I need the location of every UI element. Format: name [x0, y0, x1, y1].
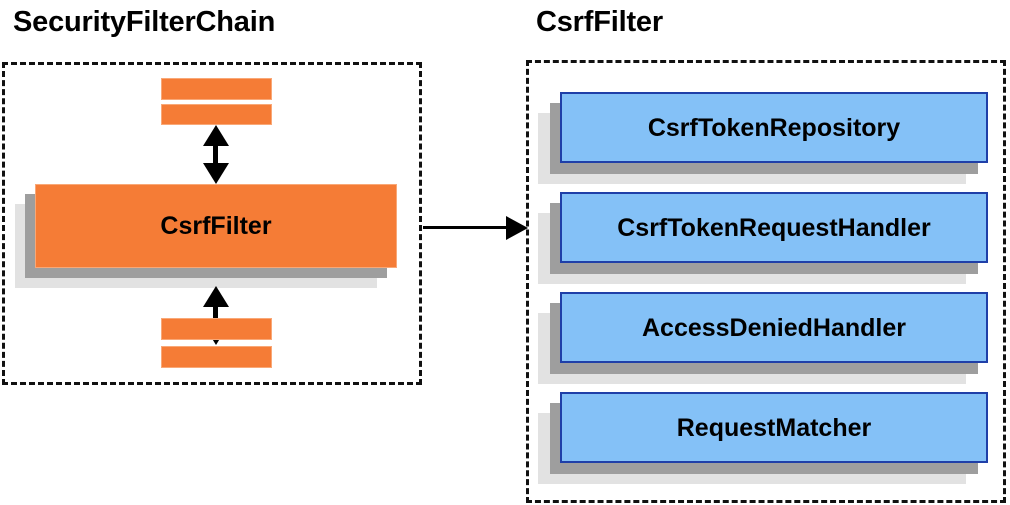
- bottom-arrow-shaft: [213, 301, 218, 333]
- csrf-filter-panel: [526, 60, 1006, 503]
- collaborator-csrf-token-request-handler[interactable]: CsrfTokenRequestHandler: [538, 192, 988, 284]
- collaborator-label: CsrfTokenRepository: [647, 113, 901, 142]
- collaborator-face[interactable]: CsrfTokenRepository: [560, 92, 988, 163]
- expand-arrow-head: [506, 216, 528, 240]
- top-arrow-shaft: [213, 140, 218, 172]
- filter-bar-bottom-2: [161, 346, 272, 368]
- collaborator-csrf-token-repository[interactable]: CsrfTokenRepository: [538, 92, 988, 184]
- security-filter-chain-title: SecurityFilterChain: [13, 6, 276, 38]
- collaborator-request-matcher[interactable]: RequestMatcher: [538, 392, 988, 484]
- collaborator-label: CsrfTokenRequestHandler: [617, 213, 931, 242]
- bottom-arrow-head-up: [203, 286, 229, 307]
- collaborator-access-denied-handler[interactable]: AccessDeniedHandler: [538, 292, 988, 384]
- csrf-filter-title: CsrfFilter: [536, 6, 663, 38]
- collaborator-face[interactable]: RequestMatcher: [560, 392, 988, 463]
- filter-bar-top-2: [161, 104, 272, 125]
- csrf-filter-face[interactable]: CsrfFilter: [35, 184, 397, 268]
- collaborator-label: AccessDeniedHandler: [641, 313, 906, 342]
- collaborator-label: RequestMatcher: [676, 413, 872, 442]
- filter-bar-bottom-1: [161, 318, 272, 340]
- csrf-filter-box-label: CsrfFilter: [160, 212, 272, 240]
- filter-bar-top-1: [161, 78, 272, 100]
- top-arrow-head-down: [203, 163, 229, 184]
- expand-arrow-shaft: [423, 226, 509, 229]
- top-arrow-head-up: [203, 125, 229, 146]
- collaborator-face[interactable]: AccessDeniedHandler: [560, 292, 988, 363]
- security-filter-chain-panel: [2, 62, 422, 385]
- collaborator-face[interactable]: CsrfTokenRequestHandler: [560, 192, 988, 263]
- csrf-filter-box[interactable]: CsrfFilter: [15, 184, 397, 288]
